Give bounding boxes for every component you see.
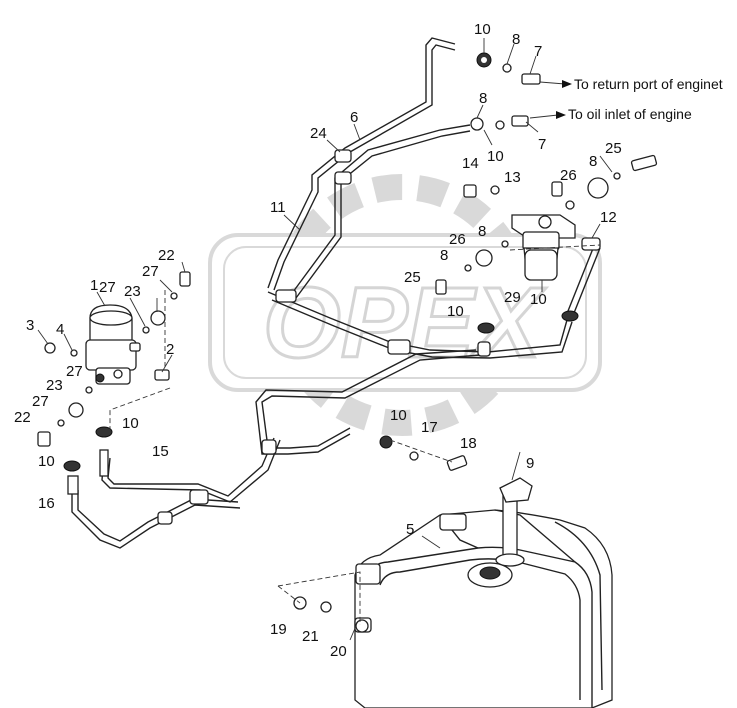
part-label-10: 10 — [122, 415, 139, 432]
part-label-26: 26 — [560, 167, 577, 184]
fuel-tank — [354, 509, 613, 708]
part-label-6: 6 — [350, 109, 358, 126]
part-label-16: 16 — [38, 495, 55, 512]
part-label-8: 8 — [478, 223, 486, 240]
part-label-9: 9 — [526, 455, 534, 472]
part-label-27: 27 — [66, 363, 83, 380]
watermark: OPEX — [208, 174, 602, 436]
flow-arrows — [529, 80, 572, 119]
clip-24a — [334, 149, 352, 163]
part-label-12: 12 — [600, 209, 617, 226]
note-return-port: To return port of enginet — [574, 76, 723, 92]
part-label-10: 10 — [474, 21, 491, 38]
part-label-14: 14 — [462, 155, 479, 172]
part-label-27: 27 — [32, 393, 49, 410]
part-label-8: 8 — [589, 153, 597, 170]
part-label-22: 22 — [158, 247, 175, 264]
part-label-19: 19 — [270, 621, 287, 638]
clip-24b — [334, 171, 352, 185]
part-label-23: 23 — [46, 377, 63, 394]
part-label-15: 15 — [152, 443, 169, 460]
part-label-10: 10 — [38, 453, 55, 470]
dashed-assembly-lines — [109, 244, 601, 625]
part-label-1: 1 — [90, 277, 98, 294]
part-label-21: 21 — [302, 628, 319, 645]
part-label-10: 10 — [487, 148, 504, 165]
part-label-26: 26 — [449, 231, 466, 248]
pipe-6 — [267, 37, 456, 289]
part-label-20: 20 — [330, 643, 347, 660]
part-label-4: 4 — [56, 321, 64, 338]
part-labels: 10 8 7 To return port of enginet 8 To oi… — [14, 21, 723, 660]
part-label-29: 29 — [504, 289, 521, 306]
part-label-8: 8 — [440, 247, 448, 264]
part-label-22: 22 — [14, 409, 31, 426]
level-sensor — [495, 477, 533, 567]
part-label-18: 18 — [460, 435, 477, 452]
part-label-27: 27 — [142, 263, 159, 280]
part-label-3: 3 — [26, 317, 34, 334]
part-label-7: 7 — [538, 136, 546, 153]
fuel-filter-29 — [511, 214, 576, 281]
part-label-5: 5 — [406, 521, 414, 538]
note-oil-inlet: To oil inlet of engine — [568, 106, 692, 122]
part-label-11: 11 — [270, 199, 286, 216]
part-label-10: 10 — [530, 291, 547, 308]
leader-lines — [37, 38, 613, 641]
part-label-25: 25 — [404, 269, 421, 286]
part-label-25: 25 — [605, 140, 622, 157]
part-label-17: 17 — [421, 419, 438, 436]
part-label-27: 27 — [99, 279, 116, 296]
part-label-7: 7 — [534, 43, 542, 60]
part-label-8: 8 — [479, 90, 487, 107]
part-label-2: 2 — [166, 341, 174, 358]
part-label-24: 24 — [310, 125, 327, 142]
part-label-13: 13 — [504, 169, 521, 186]
fuel-filter-1 — [85, 304, 141, 385]
part-label-10: 10 — [447, 303, 464, 320]
part-label-23: 23 — [124, 283, 141, 300]
part-label-8: 8 — [512, 31, 520, 48]
watermark-text: OPEX — [263, 267, 546, 379]
part-label-10: 10 — [390, 407, 407, 424]
pipe-clips — [157, 149, 491, 525]
